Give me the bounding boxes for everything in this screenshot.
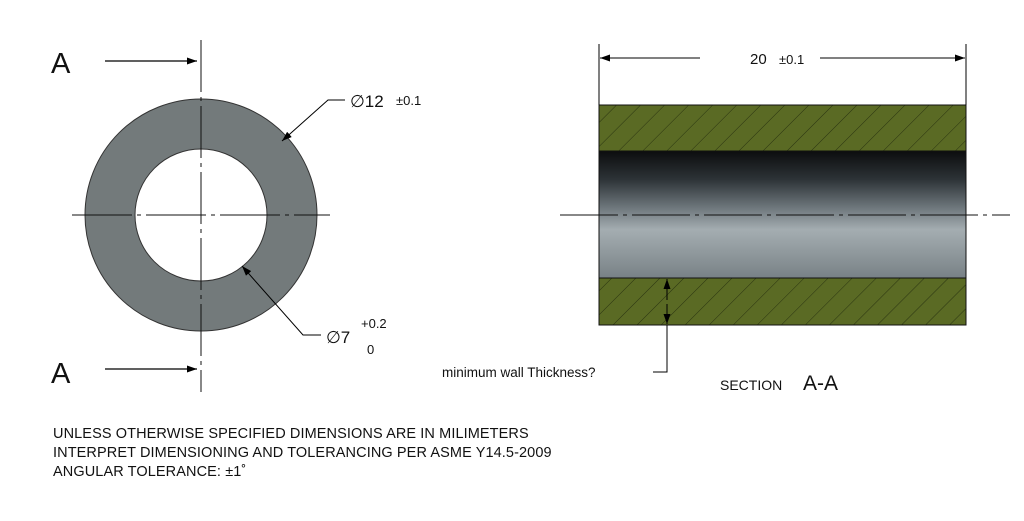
note-units: UNLESS OTHERWISE SPECIFIED DIMENSIONS AR… xyxy=(53,426,529,442)
wall-thickness-leader xyxy=(653,325,668,373)
wall-thickness-callout: minimum wall Thickness? xyxy=(442,279,671,380)
front-view xyxy=(72,40,330,392)
outer-diameter-tolerance: ±0.1 xyxy=(396,93,421,108)
inner-diameter-tol-upper: +0.2 xyxy=(361,316,387,331)
outer-diameter-dimension: ∅12 ±0.1 xyxy=(281,92,421,142)
length-dimension: 20 ±0.1 xyxy=(598,44,967,105)
outer-diameter-value: ∅12 xyxy=(350,92,384,111)
inner-diameter-leader xyxy=(241,265,321,336)
wall-thickness-label: minimum wall Thickness? xyxy=(442,365,596,380)
section-title-prefix: SECTION xyxy=(720,377,782,393)
inner-diameter-tol-lower: 0 xyxy=(367,342,374,357)
note-angular-tolerance: ANGULAR TOLERANCE: ±1˚ xyxy=(53,464,247,480)
inner-diameter-value: ∅7 xyxy=(326,328,350,347)
section-label-bottom: A xyxy=(51,358,71,390)
section-top-wall xyxy=(598,104,967,152)
inner-diameter-dimension: ∅7 +0.2 0 xyxy=(241,265,387,357)
section-label-top: A xyxy=(51,48,71,80)
section-title-name: A-A xyxy=(803,372,838,395)
section-view xyxy=(560,104,1010,326)
length-tolerance: ±0.1 xyxy=(779,52,804,67)
note-standard: INTERPRET DIMENSIONING AND TOLERANCING P… xyxy=(53,445,552,461)
outer-diameter-leader xyxy=(281,99,345,142)
length-value: 20 xyxy=(750,51,767,68)
section-cut-marks: A A xyxy=(51,48,197,390)
section-title: SECTION A-A xyxy=(720,372,838,395)
section-bottom-wall xyxy=(598,277,967,326)
drawing-notes: UNLESS OTHERWISE SPECIFIED DIMENSIONS AR… xyxy=(53,425,552,482)
